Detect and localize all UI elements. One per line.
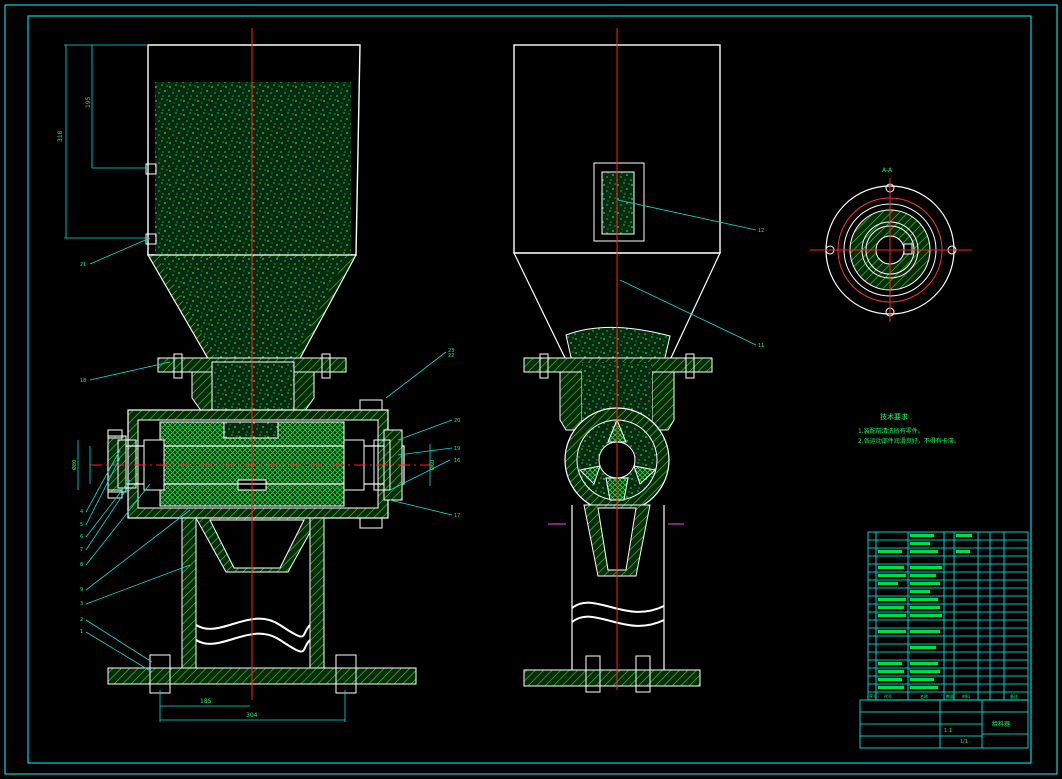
svg-text:1: 1 bbox=[80, 629, 83, 635]
outer-frame bbox=[4, 4, 1058, 775]
dim-shaft-right: Ø60 bbox=[429, 460, 436, 470]
front-section-view bbox=[90, 28, 430, 700]
svg-text:序号: 序号 bbox=[869, 693, 877, 699]
svg-text:16: 16 bbox=[454, 458, 460, 464]
dim-base-span: 185 bbox=[200, 698, 212, 705]
svg-text:3: 3 bbox=[80, 601, 83, 607]
bom-table bbox=[867, 531, 1029, 701]
dim-window-height: 195 bbox=[85, 96, 92, 108]
svg-text:7: 7 bbox=[80, 547, 83, 553]
tech-req-title: 技术要求 bbox=[880, 413, 908, 421]
side-view bbox=[513, 28, 721, 693]
section-label: A-A bbox=[882, 167, 893, 174]
svg-text:2: 2 bbox=[80, 617, 83, 623]
svg-text:12: 12 bbox=[758, 228, 764, 234]
svg-text:18: 18 bbox=[80, 378, 86, 384]
svg-text:19: 19 bbox=[454, 446, 460, 452]
balloon-labels-right: 23 22 20 19 16 17 bbox=[448, 348, 460, 519]
title-block bbox=[859, 699, 1029, 749]
leader-lines-side bbox=[617, 199, 757, 346]
section-a-a: A-A bbox=[810, 167, 972, 322]
balloon-labels-left: 21 18 4 5 6 7 8 9 3 2 1 bbox=[80, 262, 86, 635]
drawing-sheet: 1/1 bbox=[960, 739, 968, 745]
dim-base-width: 304 bbox=[246, 712, 258, 719]
svg-text:代号: 代号 bbox=[884, 693, 892, 699]
svg-text:4: 4 bbox=[80, 509, 83, 515]
svg-text:名称: 名称 bbox=[920, 693, 928, 699]
balloon-labels-side: 12 11 bbox=[758, 228, 764, 349]
svg-text:23: 23 bbox=[448, 348, 454, 354]
tech-req-line-2: 2.各运动部件润滑良好，不得有卡滞。 bbox=[858, 438, 960, 445]
tech-req-line-1: 1.装配前清洗所有零件。 bbox=[858, 428, 924, 435]
svg-text:6: 6 bbox=[80, 534, 83, 540]
svg-text:材料: 材料 bbox=[962, 693, 970, 699]
bom-green-cells bbox=[878, 534, 972, 689]
svg-text:备注: 备注 bbox=[1010, 693, 1018, 699]
svg-text:21: 21 bbox=[80, 262, 86, 268]
svg-text:11: 11 bbox=[758, 343, 764, 349]
leader-lines-left bbox=[85, 237, 453, 673]
drawing-scale: 1:1 bbox=[944, 728, 952, 734]
dim-shaft-left: Ø80 bbox=[71, 460, 78, 470]
dim-hopper-height: 318 bbox=[57, 130, 64, 142]
svg-text:9: 9 bbox=[80, 587, 83, 593]
svg-text:8: 8 bbox=[80, 562, 83, 568]
drawing-name: 给料器 bbox=[992, 720, 1010, 728]
svg-text:20: 20 bbox=[454, 418, 460, 424]
svg-text:17: 17 bbox=[454, 513, 460, 519]
svg-text:数量: 数量 bbox=[946, 693, 954, 699]
inner-frame bbox=[27, 15, 1032, 764]
svg-text:5: 5 bbox=[80, 522, 83, 528]
svg-text:22: 22 bbox=[448, 353, 454, 359]
bom-header: 序号 代号 名称 数量 材料 备注 bbox=[869, 693, 1018, 699]
